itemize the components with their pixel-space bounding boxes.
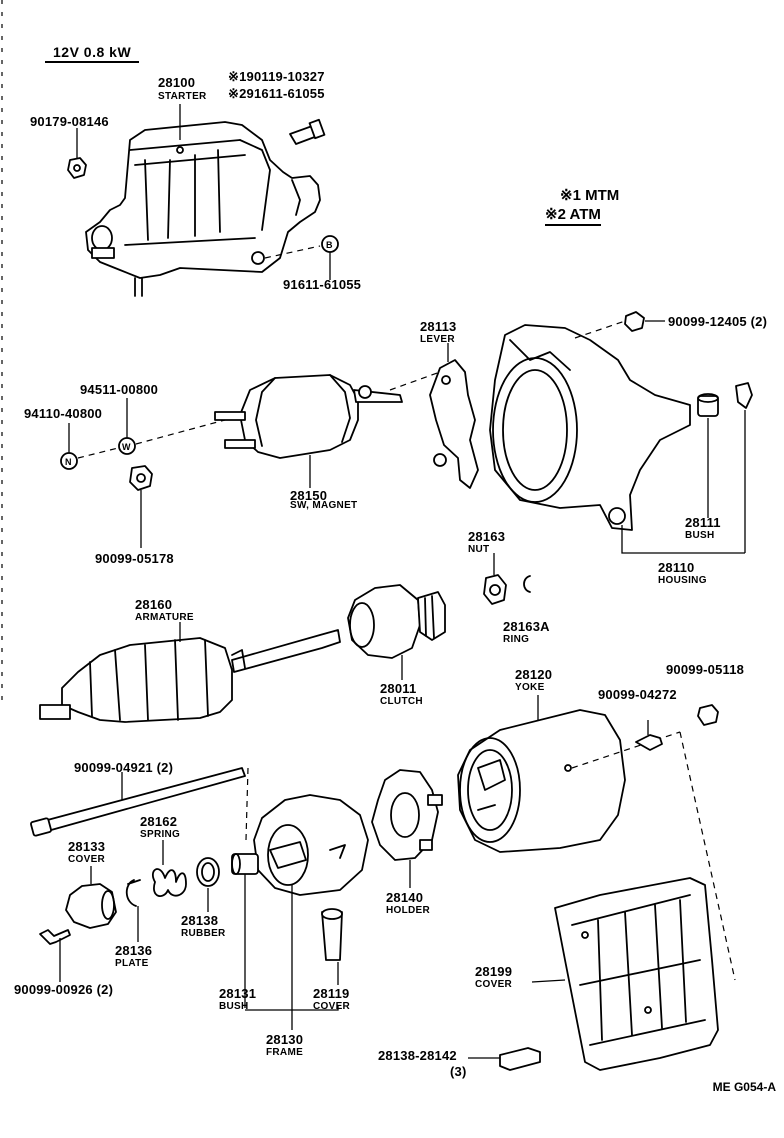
screw-90099-04272-icon — [636, 735, 662, 750]
housing — [490, 325, 690, 530]
label-90099-05118: 90099-05118 — [666, 662, 745, 677]
circle-letter-b: B — [326, 240, 333, 250]
label-28111-name: BUSH — [685, 530, 715, 541]
label-28160-number: 28160 — [135, 597, 173, 612]
label-90099-04921: 90099-04921 (2) — [74, 760, 174, 775]
label-28011-number: 28011 — [380, 681, 417, 696]
label-28150-number: 28150 — [290, 488, 328, 503]
label-28119-name: COVER — [313, 1001, 351, 1012]
bush-28131-icon — [232, 854, 258, 874]
legend-mark-1: ※1 MTM — [560, 187, 620, 204]
label-28160-name: ARMATURE — [135, 612, 194, 623]
brush-holder — [372, 770, 442, 860]
label-28140-number: 28140 — [386, 890, 424, 905]
legend-mark-2: ※2 ATM — [545, 205, 601, 226]
label-28136-name: PLATE — [115, 958, 149, 969]
cover-28119-icon — [322, 909, 342, 960]
rubber-28138-icon — [197, 858, 219, 886]
bolt-190119-icon — [290, 120, 324, 144]
label-28140-name: HOLDER — [386, 905, 431, 916]
label-28162-name: SPRING — [140, 829, 181, 840]
label-90099-04272: 90099-04272 — [598, 687, 677, 702]
cover-28199 — [555, 878, 718, 1070]
connector-28138-28142-icon — [500, 1048, 540, 1070]
label-28133-number: 28133 — [68, 839, 106, 854]
ring-28163a-icon — [524, 576, 530, 592]
label-28120-number: 28120 — [515, 667, 553, 682]
label-28138-name: RUBBER — [181, 928, 226, 939]
label-28133-name: COVER — [68, 854, 106, 865]
label-28100-name: STARTER — [158, 91, 207, 102]
nut-90099-05118-icon — [698, 705, 718, 725]
washer-94511-icon: W — [119, 438, 135, 454]
cover-28133-icon — [66, 884, 116, 928]
label-28138-28142-number: 28138-28142 — [378, 1048, 457, 1063]
screw-90099-00926-icon — [40, 930, 70, 944]
label-28163a-name: RING — [503, 634, 530, 645]
label-28138-28142-qty: (3) — [450, 1064, 467, 1079]
label-28113-name: LEVER — [420, 334, 455, 345]
bolt-91611-61055-icon: B — [322, 236, 338, 252]
label-28120-name: YOKE — [515, 682, 545, 693]
label-28130-number: 28130 — [266, 1032, 304, 1047]
magnet-switch — [215, 375, 402, 458]
label-28163-number: 28163 — [468, 529, 506, 544]
bush-28111-icon — [698, 394, 718, 416]
diagram-reference-code: ME G054-A — [712, 1080, 776, 1094]
label-28150-name: SW, MAGNET — [290, 500, 358, 511]
label-91611-61055: 91611-61055 — [283, 277, 362, 292]
circle-letter-n: N — [65, 457, 72, 467]
plate-28136-icon — [127, 880, 140, 906]
label-28163a-number: 28163A — [503, 619, 550, 634]
label-28111-number: 28111 — [685, 515, 721, 530]
label-28199-name: COVER — [475, 979, 513, 990]
armature — [40, 630, 340, 722]
label-28110-name: HOUSING — [658, 575, 707, 586]
label-90099-12405: 90099-12405 (2) — [668, 314, 768, 329]
label-28100-note1: ※190119-10327 — [228, 69, 325, 84]
label-28113-number: 28113 — [420, 319, 457, 334]
label-28100-note2: ※291611-61055 — [228, 86, 325, 101]
label-94110-40800: 94110-40800 — [24, 406, 103, 421]
clutch — [348, 585, 445, 658]
label-28100-number: 28100 — [158, 75, 196, 90]
label-28131-name: BUSH — [219, 1001, 249, 1012]
label-28131-number: 28131 — [219, 986, 257, 1001]
nut-28163-icon — [484, 575, 506, 604]
label-28110-number: 28110 — [658, 560, 695, 575]
nut-90099-05178-icon — [130, 466, 152, 490]
label-28163-name: NUT — [468, 544, 490, 555]
lever — [430, 360, 478, 488]
cap-icon — [736, 383, 752, 408]
label-90179-08146: 90179-08146 — [30, 114, 109, 129]
through-bolt — [30, 768, 245, 836]
nut-94110-icon: N — [61, 453, 77, 469]
label-28011-name: CLUTCH — [380, 696, 423, 707]
nut-90179-08146-icon — [68, 158, 86, 178]
circle-letter-w: W — [122, 442, 131, 452]
nut-90099-12405-icon — [625, 312, 644, 331]
starter-assembly — [86, 122, 320, 296]
label-90099-05178: 90099-05178 — [95, 551, 174, 566]
label-90099-00926: 90099-00926 (2) — [14, 982, 114, 997]
spring-28162-icon — [153, 869, 186, 896]
label-28119-number: 28119 — [313, 986, 350, 1001]
commutator-end-frame — [254, 795, 368, 895]
label-28199-number: 28199 — [475, 964, 513, 979]
label-28162-number: 28162 — [140, 814, 178, 829]
diagram-title: 12V 0.8 kW — [45, 44, 140, 63]
label-28138-number: 28138 — [181, 913, 219, 928]
label-28136-number: 28136 — [115, 943, 153, 958]
yoke — [458, 710, 625, 852]
label-28130-name: FRAME — [266, 1047, 304, 1058]
label-94511-00800: 94511-00800 — [80, 382, 159, 397]
